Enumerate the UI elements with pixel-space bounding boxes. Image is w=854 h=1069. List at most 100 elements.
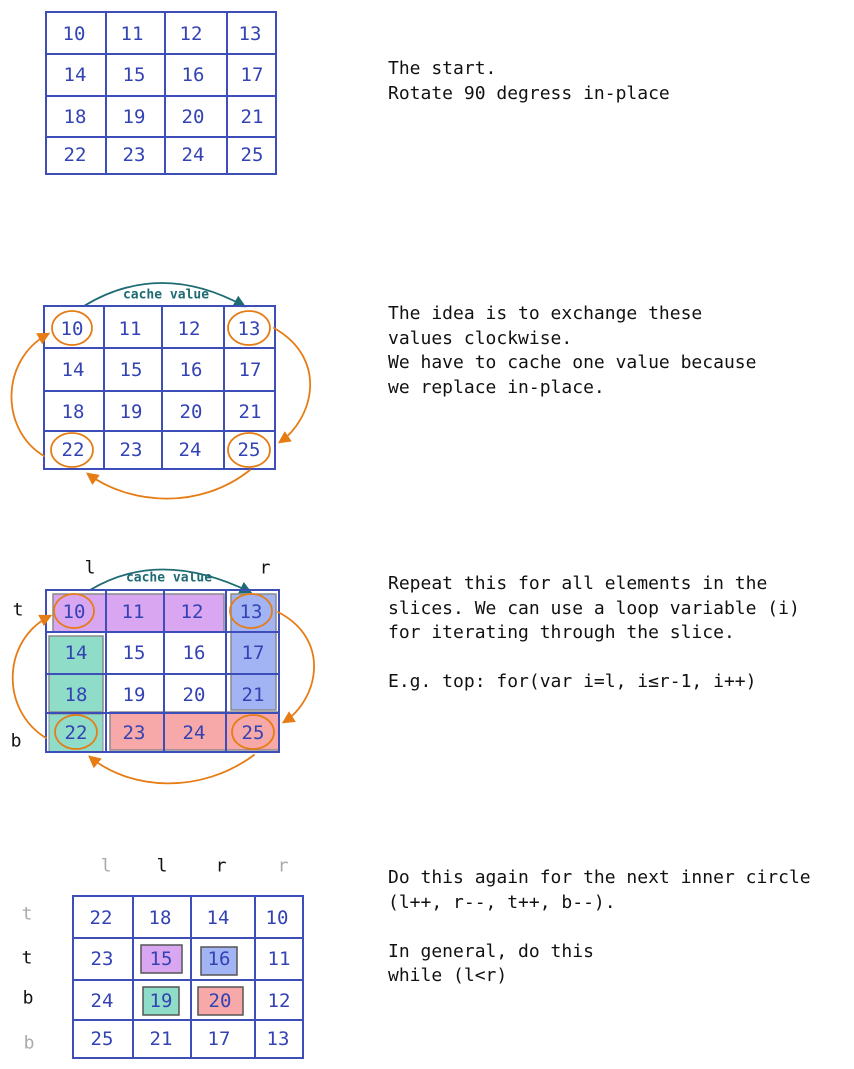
description-line: The start.	[388, 58, 497, 79]
step2-grid: cache value 10 11 12 13 14 15 16 17 18 1…	[10, 282, 312, 500]
grid-cell: 15	[123, 642, 146, 664]
corner-circle	[227, 432, 271, 468]
grid-cell: 18	[62, 401, 85, 423]
grid-cell: 20	[182, 106, 205, 128]
corner-circle	[50, 432, 94, 468]
grid-cell: 18	[149, 907, 172, 929]
grid-cell: 17	[239, 359, 262, 381]
step3-grid: l r t b cache value 10 11 12 13 14 1	[11, 558, 315, 785]
grid-lines	[43, 305, 276, 470]
grid-cell: 16	[208, 948, 231, 970]
grid-cell: 14	[207, 907, 230, 929]
highlight-right-slice	[200, 946, 238, 976]
grid-cell: 23	[123, 144, 146, 166]
cache-label: cache value	[126, 571, 212, 586]
grid-cell: 22	[65, 722, 88, 744]
grid-cell: 23	[120, 439, 143, 461]
label-l-previous: l	[101, 856, 112, 877]
corner-circle	[51, 310, 93, 346]
step4-description: Do this again for the next inner circle …	[388, 866, 811, 989]
description-line: (l++, r--, t++, b--).	[388, 891, 616, 913]
corner-circle	[53, 593, 95, 629]
grid-cell: 17	[242, 642, 265, 664]
step1-grid: 10 11 12 13 14 15 16 17 18 19 20 21 22 2…	[45, 11, 277, 175]
grid-cell: 21	[239, 401, 262, 423]
grid-cell: 21	[150, 1028, 173, 1050]
label-b-previous: b	[24, 1033, 35, 1054]
grid-cell: 18	[64, 106, 87, 128]
step1-description: The start. Rotate 90 degress in-place	[388, 57, 670, 106]
grid-cell: 13	[267, 1028, 290, 1050]
grid-cell: 10	[61, 318, 84, 340]
grid-cell: 24	[183, 722, 206, 744]
step4-grid: l l r r t t b b 22 18 14 10 23 15 16 11 …	[22, 856, 304, 1059]
description-line: we replace in-place.	[388, 376, 605, 398]
label-b: b	[11, 731, 22, 752]
grid-cell: 19	[123, 684, 146, 706]
highlight-bottom-slice	[109, 711, 280, 751]
grid-cell: 22	[62, 439, 85, 461]
grid-cell: 22	[64, 144, 87, 166]
label-l: l	[85, 558, 96, 579]
arrow-bottom-side	[88, 754, 255, 785]
arrow-bottom-side	[85, 469, 251, 500]
grid-cell: 19	[150, 990, 173, 1012]
grid-cell: 12	[268, 990, 291, 1012]
grid-cell: 14	[62, 359, 85, 381]
grid-cell: 25	[242, 722, 265, 744]
grid-cell: 14	[65, 642, 88, 664]
highlight-left-slice	[142, 986, 180, 1016]
label-t: t	[22, 948, 33, 969]
grid-cell: 25	[238, 439, 261, 461]
description-line: E.g. top: for(var i=l, i≤r-1, i++)	[388, 671, 757, 692]
grid-cell: 17	[208, 1028, 231, 1050]
description-line: Do this again for the next inner circle	[388, 867, 811, 888]
grid-cell: 20	[183, 684, 206, 706]
cache-label: cache value	[123, 288, 209, 303]
label-b: b	[23, 988, 34, 1009]
grid-cell: 25	[241, 144, 264, 166]
grid-cell: 10	[63, 601, 86, 623]
label-r-previous: r	[278, 856, 289, 877]
grid-cell: 13	[239, 23, 262, 45]
grid-cell: 23	[123, 722, 146, 744]
cache-arrow	[89, 568, 253, 594]
grid-lines	[45, 11, 277, 175]
grid-cell: 19	[120, 401, 143, 423]
highlight-right-slice	[230, 593, 277, 711]
grid-cell: 10	[266, 907, 289, 929]
arrow-left-side	[10, 332, 51, 457]
label-r: r	[260, 558, 271, 579]
description-line	[388, 915, 811, 940]
step2-description: The idea is to exchange these values clo…	[388, 302, 756, 400]
grid-cell: 23	[91, 948, 114, 970]
corner-circle	[227, 310, 271, 346]
grid-cell: 24	[179, 439, 202, 461]
highlight-bottom-slice	[197, 986, 244, 1016]
grid-cell: 15	[123, 64, 146, 86]
description-line: The idea is to exchange these	[388, 303, 703, 324]
grid-cell: 11	[268, 948, 291, 970]
arrow-right-side	[277, 611, 315, 724]
grid-cell: 12	[181, 601, 204, 623]
grid-cell: 10	[63, 23, 86, 45]
grid-cell: 21	[242, 684, 265, 706]
highlight-top-slice	[52, 593, 225, 633]
label-l: l	[157, 856, 168, 877]
grid-cell: 12	[180, 23, 203, 45]
description-line: Repeat this for all elements in the	[388, 573, 768, 594]
grid-cell: 20	[180, 401, 203, 423]
description-line: In general, do this	[388, 940, 594, 962]
description-line: We have to cache one value because	[388, 352, 757, 373]
description-line	[388, 646, 800, 671]
step3-description: Repeat this for all elements in the slic…	[388, 572, 800, 695]
highlight-top-slice	[140, 944, 183, 974]
grid-cell: 13	[238, 318, 261, 340]
grid-cell: 15	[150, 948, 173, 970]
label-r: r	[216, 856, 227, 877]
grid-cell: 12	[178, 318, 201, 340]
arrow-right-side	[273, 327, 312, 444]
grid-cell: 21	[241, 106, 264, 128]
grid-cell: 11	[119, 318, 142, 340]
